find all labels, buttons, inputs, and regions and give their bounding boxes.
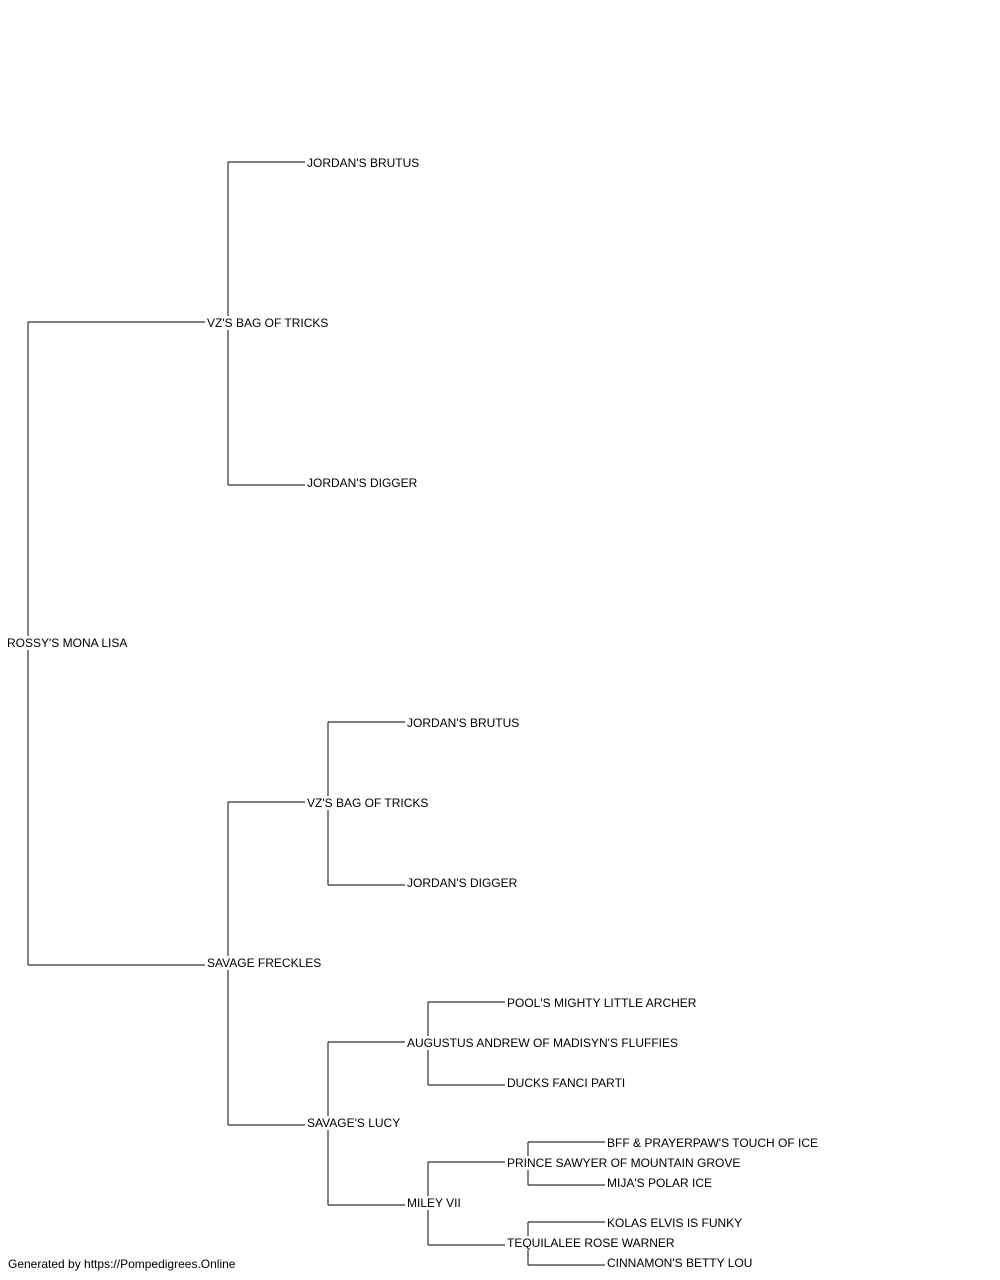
dam-dam-dam-name: MILEY VII — [407, 1196, 461, 1210]
subject-name: ROSSY'S MONA LISA — [7, 636, 128, 650]
sire-dam-name: JORDAN'S DIGGER — [307, 476, 418, 490]
dam-dam-name: SAVAGE'S LUCY — [307, 1116, 401, 1130]
dam-dam-dam-sire-sire-name: BFF & PRAYERPAW'S TOUCH OF ICE — [607, 1136, 818, 1150]
dam-sire-dam-name: JORDAN'S DIGGER — [407, 876, 518, 890]
dam-dam-sire-sire-name: POOL'S MIGHTY LITTLE ARCHER — [507, 996, 697, 1010]
dam-sire-name: VZ'S BAG OF TRICKS — [307, 796, 429, 810]
sire-sire-name: JORDAN'S BRUTUS — [307, 156, 420, 170]
sire-name: VZ'S BAG OF TRICKS — [207, 316, 329, 330]
dam-name: SAVAGE FRECKLES — [207, 956, 322, 970]
dam-dam-dam-dam-sire-name: KOLAS ELVIS IS FUNKY — [607, 1216, 743, 1230]
dam-dam-sire-name: AUGUSTUS ANDREW OF MADISYN'S FLUFFIES — [407, 1036, 678, 1050]
dam-sire-sire-name: JORDAN'S BRUTUS — [407, 716, 520, 730]
dam-dam-dam-sire-name: PRINCE SAWYER OF MOUNTAIN GROVE — [507, 1156, 741, 1170]
dam-dam-dam-sire-dam-name: MIJA'S POLAR ICE — [607, 1176, 712, 1190]
dam-dam-sire-dam-name: DUCKS FANCI PARTI — [507, 1076, 626, 1090]
dam-dam-dam-dam-dam-name: CINNAMON'S BETTY LOU — [607, 1256, 753, 1270]
dam-dam-dam-dam-name: TEQUILALEE ROSE WARNER — [507, 1236, 675, 1250]
footer-credit: Generated by https://Pompedigrees.Online — [8, 1257, 236, 1271]
